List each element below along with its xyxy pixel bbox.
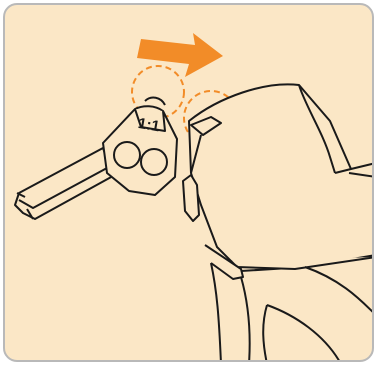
attachment-plate bbox=[15, 98, 177, 219]
arrow-right-icon bbox=[137, 33, 223, 77]
illustration-frame: 1:1 bbox=[3, 3, 374, 362]
installation-diagram: 1:1 bbox=[5, 5, 374, 362]
device-body bbox=[183, 84, 374, 362]
